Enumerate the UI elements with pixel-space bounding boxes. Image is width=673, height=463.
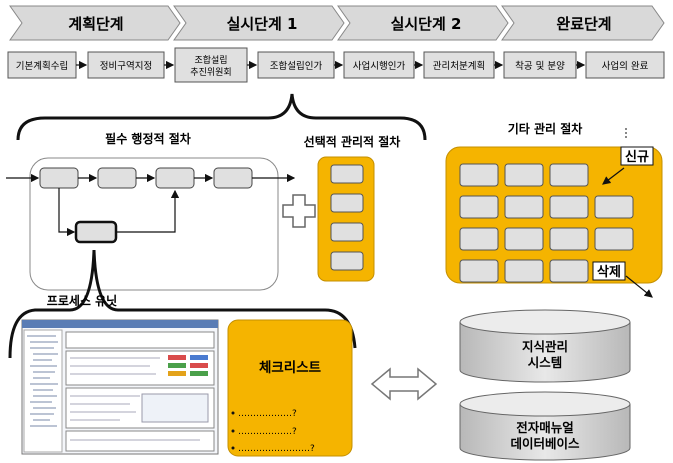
optional-box bbox=[330, 164, 364, 184]
new-arrow bbox=[602, 167, 625, 185]
other-title: 기타 관리 절차 bbox=[508, 121, 583, 136]
optional-panel bbox=[317, 156, 375, 282]
phase-chevron bbox=[337, 5, 509, 41]
expansion-brace bbox=[16, 93, 427, 141]
phase-label: 계획단계 bbox=[68, 15, 123, 33]
flow-arrows bbox=[6, 173, 296, 237]
double-arrow-icon bbox=[370, 367, 438, 401]
phase-label: 완료단계 bbox=[556, 15, 611, 33]
screenshot-thumbnail bbox=[21, 319, 219, 455]
phase-bar: 계획단계 실시단계 1 실시단계 2 완료단계 bbox=[9, 5, 665, 41]
other-box bbox=[504, 259, 544, 283]
phase-label: 실시단계 1 bbox=[227, 15, 298, 33]
step-label: 조합설립인가 bbox=[270, 60, 323, 72]
phase-chevron bbox=[173, 5, 345, 41]
other-box bbox=[459, 195, 499, 219]
delete-arrow bbox=[625, 275, 653, 298]
mandatory-title: 필수 행정적 절차 bbox=[105, 131, 191, 146]
new-label: 신규 bbox=[625, 150, 649, 165]
other-box bbox=[549, 163, 589, 187]
other-box bbox=[459, 227, 499, 251]
optional-title: 선택적 관리적 절차 bbox=[304, 134, 401, 149]
step-label: 정비구역지정 bbox=[100, 61, 152, 72]
other-panel: 신규 삭제 bbox=[445, 128, 663, 298]
other-box bbox=[459, 163, 499, 187]
checklist-item: ……………………? bbox=[238, 444, 315, 454]
process-box-selected bbox=[74, 220, 118, 244]
step-box bbox=[503, 51, 577, 79]
optional-box bbox=[330, 222, 364, 242]
step-box bbox=[585, 51, 665, 79]
checklist-bullet bbox=[231, 446, 235, 450]
step-box bbox=[257, 51, 335, 79]
optional-box bbox=[330, 251, 364, 271]
other-box bbox=[504, 227, 544, 251]
process-unit-title: 프로세스 유닛 bbox=[47, 293, 117, 308]
other-box bbox=[594, 227, 634, 251]
step-box bbox=[87, 51, 165, 79]
checklist-panel: 체크리스트 ………………? ………………? ……………………? bbox=[227, 319, 353, 457]
mandatory-flow bbox=[6, 157, 296, 291]
plus-icon bbox=[282, 194, 316, 228]
other-box bbox=[549, 227, 589, 251]
optional-box bbox=[330, 193, 364, 213]
phase-chevron bbox=[9, 5, 181, 41]
checklist-bullet bbox=[231, 429, 235, 433]
step-label: 기본계획수립 bbox=[16, 60, 68, 72]
mandatory-container bbox=[29, 157, 279, 291]
process-box bbox=[155, 167, 195, 189]
checklist-title: 체크리스트 bbox=[259, 360, 322, 376]
phase-chevron bbox=[501, 5, 665, 41]
other-box bbox=[504, 195, 544, 219]
phase-label: 실시단계 2 bbox=[391, 15, 462, 33]
delete-tag bbox=[592, 261, 626, 281]
other-box bbox=[549, 259, 589, 283]
process-box bbox=[97, 167, 137, 189]
other-box bbox=[459, 259, 499, 283]
step-label: 사업의 완료 bbox=[602, 60, 649, 72]
step-box bbox=[423, 51, 495, 79]
step-box bbox=[7, 51, 77, 79]
delete-label: 삭제 bbox=[597, 265, 621, 280]
other-box bbox=[549, 195, 589, 219]
other-box bbox=[594, 195, 634, 219]
step-label: 사업시행인가 bbox=[353, 60, 406, 72]
process-unit-brace bbox=[8, 249, 357, 359]
other-box bbox=[504, 163, 544, 187]
checklist-item: ………………? bbox=[238, 409, 297, 419]
new-tag bbox=[620, 146, 654, 166]
checklist-bullet bbox=[231, 411, 235, 415]
checklist-item: ………………? bbox=[238, 427, 297, 437]
process-box bbox=[39, 167, 79, 189]
step-label: 착공 및 분양 bbox=[515, 60, 565, 72]
other-box-grid bbox=[459, 163, 634, 283]
process-box bbox=[213, 167, 253, 189]
step-label: 관리처분계획 bbox=[433, 60, 485, 72]
step-box bbox=[343, 51, 415, 79]
